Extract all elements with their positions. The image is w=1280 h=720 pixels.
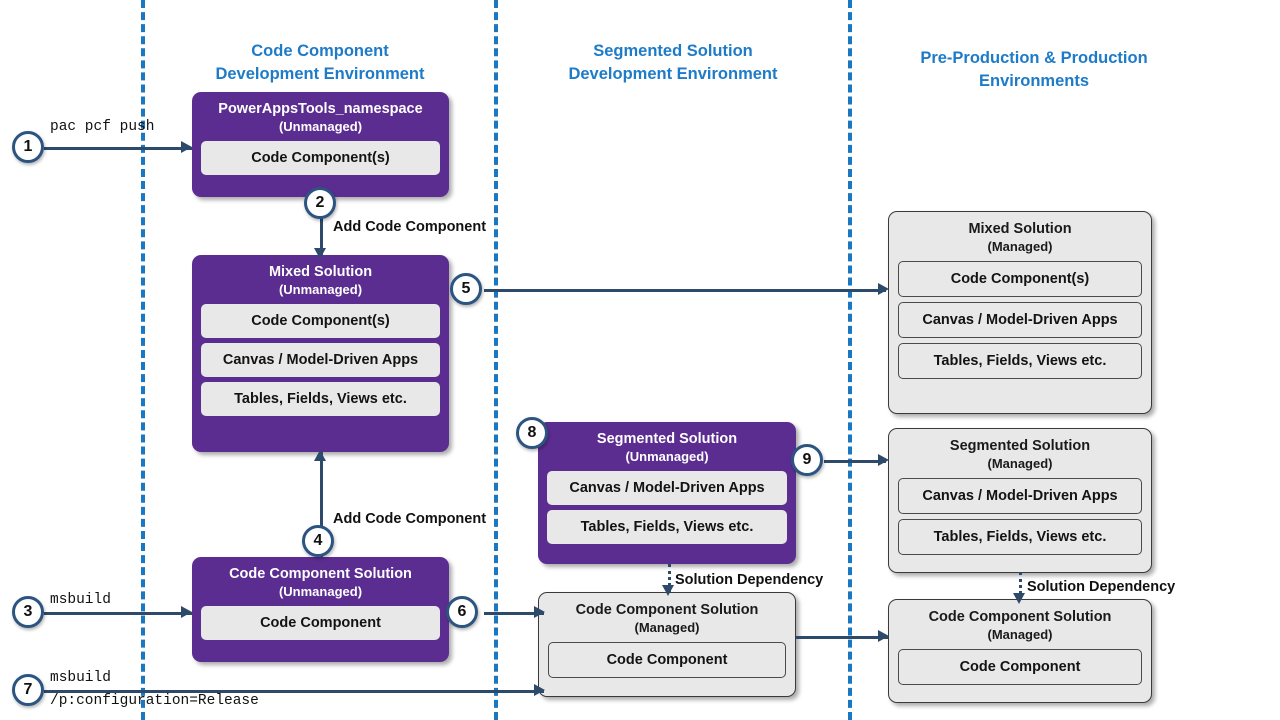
arrowhead-step-4 (314, 450, 326, 461)
edge-label-solution-dependency-mid: Solution Dependency (675, 572, 824, 588)
box-code-component-solution-managed-mid[interactable]: Code Component Solution (Managed) Code C… (538, 592, 796, 697)
command-label-step-1: pac pcf push (50, 119, 155, 135)
box-item[interactable]: Code Component(s) (898, 261, 1142, 297)
box-title: Mixed Solution (Unmanaged) (268, 264, 373, 297)
box-title: Segmented Solution (Managed) (949, 438, 1091, 471)
column-title-line2: Development Environment (215, 65, 425, 83)
box-title: Code Component Solution (Managed) (928, 609, 1112, 642)
arrowhead-solution-dependency-mid (662, 585, 674, 596)
arrowhead-step-6 (534, 606, 545, 618)
connector-step-6 (484, 612, 544, 615)
step-badge-7[interactable]: 7 (12, 674, 44, 706)
box-item[interactable]: Canvas / Model-Driven Apps (898, 478, 1142, 514)
box-item[interactable]: Code Component(s) (201, 304, 440, 338)
arrowhead-step-2 (314, 248, 326, 259)
step-badge-2[interactable]: 2 (304, 187, 336, 219)
box-item[interactable]: Tables, Fields, Views etc. (547, 510, 787, 544)
box-code-component-solution-unmanaged[interactable]: Code Component Solution (Unmanaged) Code… (192, 557, 449, 662)
box-item[interactable]: Code Component(s) (201, 141, 440, 175)
environment-divider-2 (494, 0, 498, 720)
edge-label-solution-dependency-prod: Solution Dependency (1027, 579, 1176, 595)
arrowhead-solution-dependency-prod (1013, 593, 1025, 604)
command-label-step-7-line2: /p:configuration=Release (50, 693, 259, 709)
box-item[interactable]: Tables, Fields, Views etc. (201, 382, 440, 416)
connector-step-3 (44, 612, 192, 615)
box-item[interactable]: Code Component (548, 642, 786, 678)
column-title-line1: Segmented Solution (593, 42, 753, 60)
box-item[interactable]: Code Component (898, 649, 1142, 685)
box-segmented-solution-managed[interactable]: Segmented Solution (Managed) Canvas / Mo… (888, 428, 1152, 573)
connector-step-7 (44, 690, 544, 693)
column-title-line2: Environments (978, 72, 1090, 90)
connector-managed-code-component-to-prod (796, 636, 888, 639)
column-title-segmented-solution-dev: Segmented Solution Development Environme… (538, 40, 808, 86)
column-title-line2: Development Environment (568, 65, 778, 83)
arrowhead-step-5 (878, 283, 889, 295)
box-powerappstools-namespace[interactable]: PowerAppsTools_namespace (Unmanaged) Cod… (192, 92, 449, 197)
command-label-step-7-line1: msbuild (50, 670, 111, 686)
column-title-pre-prod-prod: Pre-Production & Production Environments (888, 47, 1180, 93)
connector-step-5 (484, 289, 886, 292)
column-title-line1: Pre-Production & Production (920, 49, 1148, 67)
box-item[interactable]: Tables, Fields, Views etc. (898, 343, 1142, 379)
box-title: Code Component Solution (Unmanaged) (229, 566, 412, 599)
box-item[interactable]: Tables, Fields, Views etc. (898, 519, 1142, 555)
box-item[interactable]: Code Component (201, 606, 440, 640)
box-title: Mixed Solution (Managed) (968, 221, 1072, 254)
connector-step-9 (824, 460, 886, 463)
environment-divider-3 (848, 0, 852, 720)
command-label-step-3: msbuild (50, 592, 111, 608)
arrowhead-managed-code-component-to-prod (878, 630, 889, 642)
edge-label-add-code-component-bottom: Add Code Component (333, 511, 487, 527)
box-title: Segmented Solution (Unmanaged) (596, 431, 738, 464)
box-item[interactable]: Canvas / Model-Driven Apps (547, 471, 787, 505)
step-badge-3[interactable]: 3 (12, 596, 44, 628)
column-title-code-component-dev: Code Component Development Environment (186, 40, 454, 86)
arrowhead-step-7 (534, 684, 545, 696)
box-mixed-solution-unmanaged[interactable]: Mixed Solution (Unmanaged) Code Componen… (192, 255, 449, 452)
step-badge-5[interactable]: 5 (450, 273, 482, 305)
box-title: PowerAppsTools_namespace (Unmanaged) (218, 101, 423, 134)
connector-step-1 (44, 147, 192, 150)
step-badge-9[interactable]: 9 (791, 444, 823, 476)
environment-divider-1 (141, 0, 145, 720)
box-code-component-solution-managed-prod[interactable]: Code Component Solution (Managed) Code C… (888, 599, 1152, 703)
box-mixed-solution-managed[interactable]: Mixed Solution (Managed) Code Component(… (888, 211, 1152, 414)
connector-step-2 (320, 190, 323, 255)
arrowhead-step-3 (181, 606, 192, 618)
connector-step-4 (320, 452, 323, 557)
box-title: Code Component Solution (Managed) (575, 602, 759, 635)
box-item[interactable]: Canvas / Model-Driven Apps (898, 302, 1142, 338)
step-badge-8[interactable]: 8 (516, 417, 548, 449)
arrowhead-step-1 (181, 141, 192, 153)
step-badge-1[interactable]: 1 (12, 131, 44, 163)
step-badge-6[interactable]: 6 (446, 596, 478, 628)
connector-solution-dependency-prod (1019, 572, 1022, 600)
box-item[interactable]: Canvas / Model-Driven Apps (201, 343, 440, 377)
column-title-line1: Code Component (251, 42, 389, 60)
connector-solution-dependency-mid (668, 564, 671, 592)
arrowhead-step-9 (878, 454, 889, 466)
step-badge-4[interactable]: 4 (302, 525, 334, 557)
box-segmented-solution-unmanaged[interactable]: Segmented Solution (Unmanaged) Canvas / … (538, 422, 796, 564)
edge-label-add-code-component-top: Add Code Component (333, 219, 487, 235)
